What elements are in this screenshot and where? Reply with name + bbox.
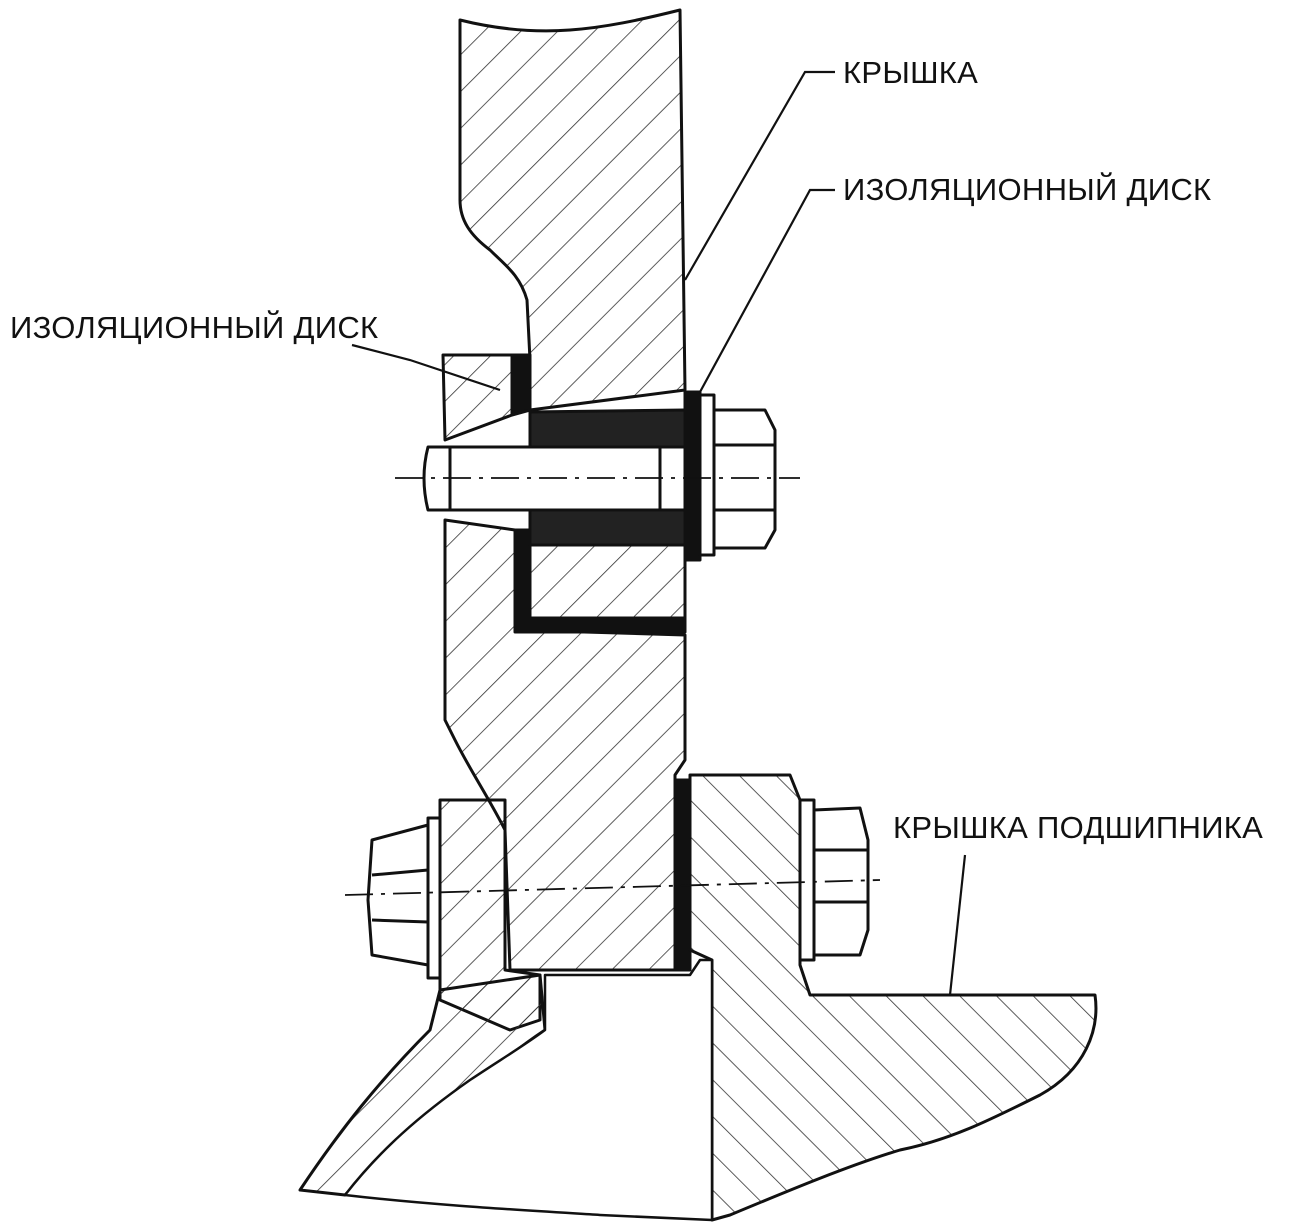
leader-bearing-cover (948, 854, 967, 996)
cover-flange-section (528, 538, 687, 627)
bolt-centerline-lower (344, 879, 881, 896)
label-cover: КРЫШКА (843, 55, 979, 90)
washer-lower-right (798, 798, 816, 962)
leader-insulating-disk-left (351, 343, 501, 392)
leader-cover (684, 70, 835, 281)
nut-lower-left (366, 823, 430, 967)
insulating-sleeve-top (528, 408, 687, 449)
cover-upper-section (458, 8, 687, 412)
label-bearing-cover: КРЫШКА ПОДШИПНИКА (893, 810, 1264, 845)
left-flange-section (441, 353, 514, 442)
insulating-disk-left-layer (510, 353, 532, 417)
washer-upper (698, 393, 716, 557)
bearing-cover-section (688, 773, 1098, 1222)
nut-upper (712, 408, 777, 550)
insulating-sleeve-bottom (528, 508, 687, 547)
insulating-disk-left-layer-lower (513, 528, 532, 632)
label-insulating-disk-left: ИЗОЛЯЦИОННЫЙ ДИСК (10, 310, 379, 345)
insulating-disk-right-layer (683, 390, 702, 562)
insulating-disk-bottom-strip (513, 616, 687, 634)
insulating-disk-lower (673, 778, 692, 972)
label-insulating-disk-right: ИЗОЛЯЦИОННЫЙ ДИСК (843, 172, 1212, 207)
washer-lower-left (426, 816, 442, 980)
leader-insulating-disk-right (699, 188, 835, 393)
housing-shaft-outline (343, 958, 714, 1222)
